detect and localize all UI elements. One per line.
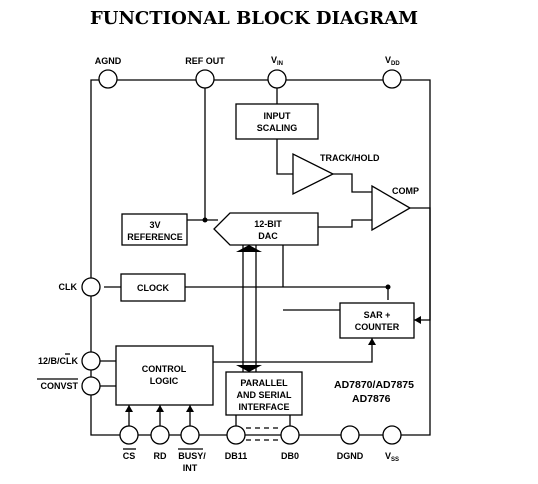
comparator bbox=[371, 184, 412, 232]
pin-refout bbox=[195, 69, 215, 89]
pin-vdd bbox=[382, 69, 402, 89]
interface-label-2: AND SERIAL bbox=[236, 390, 292, 400]
pin-convst bbox=[81, 376, 101, 396]
pin-label-db0: DB0 bbox=[281, 451, 299, 461]
pin-rd bbox=[150, 425, 170, 445]
pin-vin bbox=[267, 69, 287, 89]
arrow-sar-from-control bbox=[368, 338, 376, 345]
dac-to-comp-wire bbox=[318, 219, 372, 228]
pin-label-vss-main: V bbox=[385, 451, 391, 461]
arrow-bus-down bbox=[236, 365, 262, 372]
sar-label-2: COUNTER bbox=[355, 322, 400, 332]
junction-refout bbox=[202, 217, 208, 223]
interface-block bbox=[225, 371, 303, 416]
pin-label-int: INT bbox=[183, 463, 198, 473]
pin-dgnd bbox=[340, 425, 360, 445]
pin-label-convst: CONVST bbox=[40, 381, 78, 391]
comparator-label: COMP bbox=[392, 186, 419, 196]
pin-label-vdd-main: V bbox=[385, 55, 391, 65]
pin-label-refout: REF OUT bbox=[185, 56, 225, 66]
pin-db11 bbox=[226, 425, 246, 445]
dac-label-1: 12-BIT bbox=[254, 219, 282, 229]
interface-label-3: INTERFACE bbox=[238, 402, 289, 412]
pin-label-dgnd: DGND bbox=[337, 451, 364, 461]
pin-db0 bbox=[280, 425, 300, 445]
input-scaling-label-1: INPUT bbox=[264, 111, 292, 121]
dac-label-2: DAC bbox=[258, 231, 278, 241]
arrow-busy bbox=[186, 405, 194, 412]
sar-label-1: SAR + bbox=[364, 310, 391, 320]
pin-label-vss-sub: SS bbox=[391, 457, 399, 463]
scaling-to-trackhold-wire bbox=[276, 139, 293, 175]
track-hold-amplifier bbox=[292, 152, 335, 196]
control-logic-label-1: CONTROL bbox=[142, 364, 187, 374]
control-to-sar-wire bbox=[213, 338, 373, 363]
pin-label-cs: CS bbox=[123, 451, 136, 461]
pin-label-agnd: AGND bbox=[95, 56, 122, 66]
pin-vss bbox=[382, 425, 402, 445]
clock-out-wire bbox=[185, 286, 389, 300]
pin-label-db11: DB11 bbox=[225, 451, 248, 461]
track-hold-label: TRACK/HOLD bbox=[320, 153, 380, 163]
pin-cs bbox=[119, 425, 139, 445]
pin-label-rd: RD bbox=[154, 451, 167, 461]
pin-label-busy: BUSY/ bbox=[178, 451, 206, 461]
pin-clk bbox=[81, 277, 101, 297]
clock-label: CLOCK bbox=[137, 283, 169, 293]
pin-label-vin-sub: IN bbox=[277, 61, 283, 67]
arrow-cs bbox=[125, 405, 133, 412]
pin-label-twelve-b-clk: 12/B/CLK bbox=[38, 356, 79, 366]
comp-to-sar-wire bbox=[410, 207, 431, 321]
sar-counter-block bbox=[339, 302, 415, 339]
arrow-rd bbox=[156, 405, 164, 412]
pin-label-vin: VIN bbox=[271, 55, 283, 67]
pin-busy bbox=[180, 425, 200, 445]
trackhold-to-comp-wire bbox=[333, 173, 372, 193]
arrow-bus-up bbox=[236, 245, 262, 252]
pin-label-vss: VSS bbox=[385, 451, 399, 463]
pin-label-vdd-sub: DD bbox=[391, 61, 400, 67]
pin-agnd bbox=[98, 69, 118, 89]
clock-block bbox=[120, 273, 186, 302]
dac-block bbox=[213, 212, 319, 246]
interface-label-1: PARALLEL bbox=[240, 378, 288, 388]
junction-clock bbox=[385, 284, 391, 290]
diagram-title: FUNCTIONAL BLOCK DIAGRAM bbox=[90, 8, 418, 29]
arrow-into-sar bbox=[414, 316, 421, 324]
input-scaling-block bbox=[235, 103, 319, 140]
part-number-1: AD7870/AD7875 bbox=[334, 379, 414, 391]
reference-label-2: REFERENCE bbox=[127, 232, 183, 242]
chip-outline bbox=[90, 79, 431, 436]
reference-block bbox=[121, 213, 188, 246]
input-scaling-label-2: SCALING bbox=[257, 123, 298, 133]
control-logic-label-2: LOGIC bbox=[150, 376, 179, 386]
pin-label-vdd: VDD bbox=[385, 55, 400, 67]
control-logic-block bbox=[115, 345, 214, 406]
reference-label-1: 3V bbox=[149, 220, 160, 230]
part-number-2: AD7876 bbox=[352, 393, 391, 405]
refout-wire bbox=[204, 88, 218, 221]
pin-label-vin-main: V bbox=[271, 55, 277, 65]
pin-label-clk: CLK bbox=[59, 282, 78, 292]
pin-twelve-b-clk bbox=[81, 351, 101, 371]
